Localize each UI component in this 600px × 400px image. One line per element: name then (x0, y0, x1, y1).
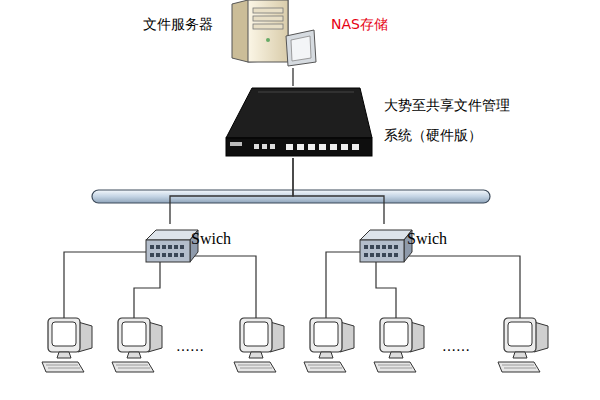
switch-label: Swich (191, 230, 231, 248)
switch-box: Swich (357, 224, 457, 268)
storage-label: NAS存储 (331, 16, 388, 34)
network-link (170, 158, 293, 224)
ellipsis-label: …… (442, 338, 470, 354)
switch-label: Swich (407, 230, 447, 248)
server-group: 文件服务器 NAS存储 (135, 0, 395, 68)
ellipsis-label: …… (176, 338, 204, 354)
appliance-box: 大势至共享文件管理系统（硬件版） (224, 86, 514, 158)
network-link (293, 158, 384, 224)
network-link (292, 68, 293, 86)
appliance-label: 大势至共享文件管理系统（硬件版） (384, 90, 512, 150)
switch-box: Swich (143, 224, 243, 268)
server-label: 文件服务器 (143, 16, 213, 34)
